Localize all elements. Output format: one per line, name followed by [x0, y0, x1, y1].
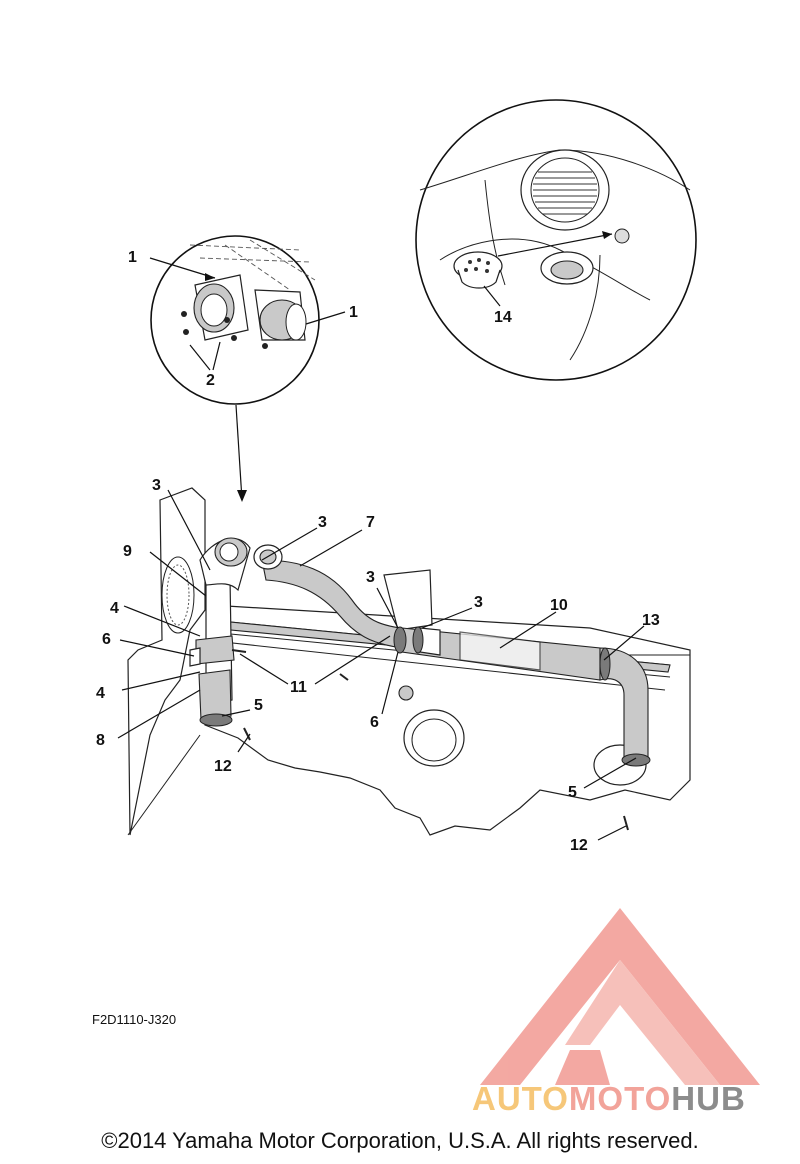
callout-10: 10 [550, 597, 568, 614]
callout-13: 13 [642, 612, 660, 629]
vent-detail-circle: 14 [415, 99, 697, 381]
callout-4-bottom: 4 [96, 685, 105, 702]
callout-3-c: 3 [366, 569, 375, 586]
callout-5-left: 5 [254, 697, 263, 714]
watermark-hub: HUB [671, 1080, 746, 1117]
figure-code: F2D1110-J320 [92, 1012, 177, 1027]
callout-3-b: 3 [318, 514, 327, 531]
callout-12-right: 12 [570, 837, 588, 854]
callout-6-left: 6 [102, 631, 111, 648]
main-assembly: 3 3 7 9 3 3 10 4 13 6 11 4 5 6 8 12 5 12 [96, 477, 691, 854]
watermark-logo-text: AUTOMOTOHUB [472, 1080, 746, 1118]
watermark-moto: MOTO [568, 1080, 672, 1117]
callout-14: 14 [494, 309, 512, 326]
callout-4-top: 4 [110, 600, 119, 617]
callout-2: 2 [206, 372, 215, 389]
callout-9: 9 [123, 543, 132, 560]
callout-1-left: 1 [128, 249, 137, 266]
callout-5-right: 5 [568, 784, 577, 801]
watermark-auto: AUTO [472, 1080, 569, 1117]
duct-detail-circle: 1 1 2 [128, 235, 358, 405]
callout-12-left: 12 [214, 758, 232, 775]
callout-7: 7 [366, 514, 375, 531]
callout-3-a: 3 [152, 477, 161, 494]
copyright-notice: ©2014 Yamaha Motor Corporation, U.S.A. A… [101, 1128, 699, 1153]
callout-11: 11 [290, 679, 307, 696]
callout-1-right: 1 [349, 304, 358, 321]
callout-8: 8 [96, 732, 105, 749]
detail-arrow [235, 404, 247, 502]
callout-6-right: 6 [370, 714, 379, 731]
callout-3-d: 3 [474, 594, 483, 611]
watermark-logo-triangle [480, 908, 760, 1085]
